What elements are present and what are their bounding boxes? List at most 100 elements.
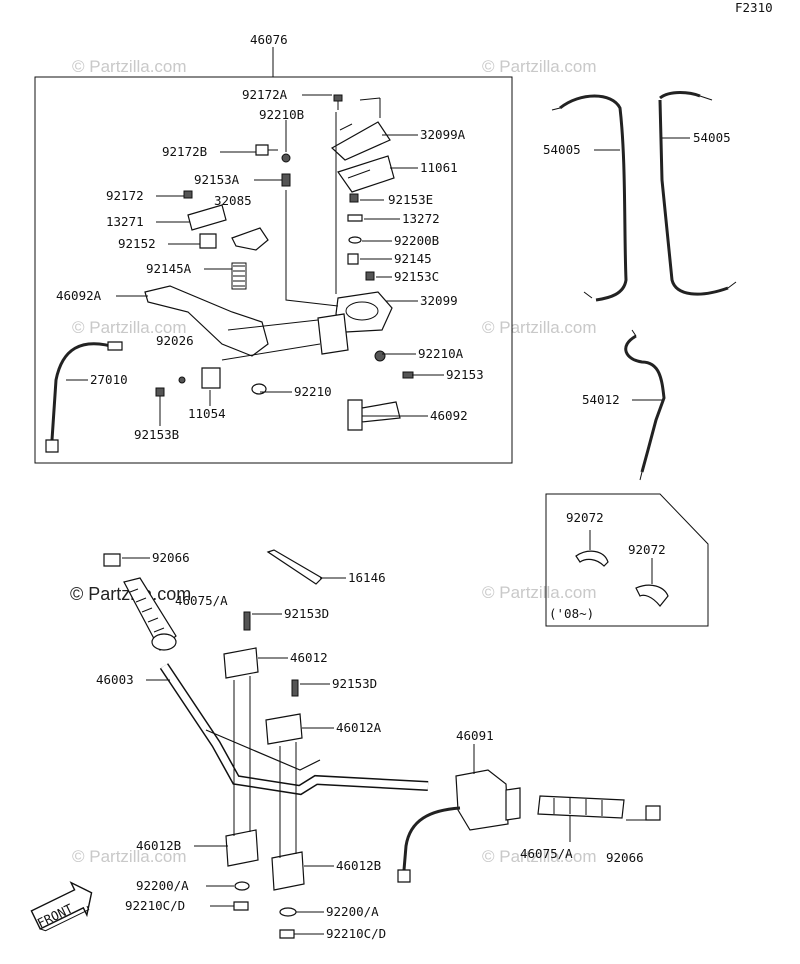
label-92026: 92026 bbox=[156, 333, 194, 348]
leaders-upper bbox=[66, 94, 444, 426]
clamp-46012 bbox=[223, 647, 259, 679]
ball-92026 bbox=[178, 376, 186, 384]
screw-92172A bbox=[333, 94, 343, 110]
screw-92153C bbox=[365, 271, 375, 281]
harness-switch bbox=[107, 341, 123, 351]
watermark: © Partzilla.com bbox=[482, 318, 597, 337]
label-92210CD-left: 92210C/D bbox=[125, 898, 185, 913]
screw-92153 bbox=[402, 371, 414, 379]
label-46012B-right: 46012B bbox=[336, 858, 381, 873]
cable-54005-right bbox=[658, 91, 737, 296]
clamp-46012B-left bbox=[225, 829, 259, 867]
grip-46075A-left bbox=[123, 577, 177, 651]
label-92153E: 92153E bbox=[388, 192, 433, 207]
watermark: © Partzilla.com bbox=[72, 57, 187, 76]
label-92072-bottom: 92072 bbox=[628, 542, 666, 557]
end-cap-92066-left bbox=[103, 553, 121, 567]
label-46091: 46091 bbox=[456, 728, 494, 743]
nut-92210CD-right bbox=[279, 929, 295, 939]
watermark: © Partzilla.com bbox=[72, 847, 187, 866]
label-32099A: 32099A bbox=[420, 127, 466, 142]
label-46012A: 46012A bbox=[336, 720, 382, 735]
label-92200A-left: 92200/A bbox=[136, 878, 189, 893]
watermark: © Partzilla.com bbox=[72, 318, 187, 337]
clamp-46012A bbox=[265, 713, 303, 745]
assembly-guides bbox=[221, 112, 339, 361]
plate-13272 bbox=[347, 214, 363, 222]
label-92153D-top: 92153D bbox=[284, 606, 329, 621]
clamp-11054 bbox=[201, 367, 221, 389]
label-92172A: 92172A bbox=[242, 87, 288, 102]
year-note: ('08~) bbox=[549, 606, 594, 621]
label-46012: 46012 bbox=[290, 650, 328, 665]
watermarks: © Partzilla.com © Partzilla.com © Partzi… bbox=[70, 57, 597, 866]
label-46075A-right: 46075/A bbox=[520, 846, 573, 861]
label-92152: 92152 bbox=[118, 236, 156, 251]
nut-92210CD-left bbox=[233, 901, 249, 911]
band-92072-bottom bbox=[635, 584, 669, 607]
grip-46075A-right bbox=[537, 795, 625, 819]
label-11054: 11054 bbox=[188, 406, 226, 421]
label-46075A-left: 46075/A bbox=[175, 593, 228, 608]
label-54005-right: 54005 bbox=[693, 130, 731, 145]
label-92153B: 92153B bbox=[134, 427, 179, 442]
label-32099: 32099 bbox=[420, 293, 458, 308]
detail-box bbox=[545, 493, 709, 627]
label-92210: 92210 bbox=[294, 384, 332, 399]
nut-92210A bbox=[374, 350, 386, 362]
washer-92210B bbox=[281, 153, 291, 163]
washer-92200A-right bbox=[279, 907, 297, 917]
label-92172: 92172 bbox=[106, 188, 144, 203]
bolt-92172 bbox=[183, 190, 193, 199]
clamp-guides bbox=[233, 676, 297, 858]
label-13272: 13272 bbox=[402, 211, 440, 226]
label-92172B: 92172B bbox=[162, 144, 207, 159]
label-92153: 92153 bbox=[446, 367, 484, 382]
clamp-46012B-right bbox=[271, 851, 305, 891]
watermark: © Partzilla.com bbox=[482, 57, 597, 76]
label-27010: 27010 bbox=[90, 372, 128, 387]
label-92200B: 92200B bbox=[394, 233, 439, 248]
watermark: © Partzilla.com bbox=[482, 583, 597, 602]
screw-92153B bbox=[155, 387, 165, 397]
master-cylinder-cap bbox=[330, 97, 395, 193]
label-11061: 11061 bbox=[420, 160, 458, 175]
label-46003: 46003 bbox=[96, 672, 134, 687]
label-92072-top: 92072 bbox=[566, 510, 604, 525]
end-cap-92066-right bbox=[645, 805, 661, 821]
label-92066-right: 92066 bbox=[606, 850, 644, 865]
screw-92153E bbox=[349, 193, 359, 203]
label-92210A: 92210A bbox=[418, 346, 464, 361]
master-cylinder-32099 bbox=[317, 291, 393, 355]
figure-id: F2310 bbox=[735, 0, 773, 15]
label-16146: 16146 bbox=[348, 570, 386, 585]
screw-92153A bbox=[281, 173, 291, 187]
label-54005-left: 54005 bbox=[543, 142, 581, 157]
tube-16146 bbox=[266, 549, 323, 585]
band-92072-top bbox=[575, 550, 609, 567]
holder-13271 bbox=[187, 204, 227, 231]
lever-46092 bbox=[347, 399, 401, 431]
watermark: © Partzilla.com bbox=[482, 847, 597, 866]
lever-32085 bbox=[231, 227, 269, 251]
harness-connector bbox=[45, 439, 59, 453]
spring-92145 bbox=[347, 253, 359, 265]
label-92200A-right: 92200/A bbox=[326, 904, 379, 919]
label-46092: 46092 bbox=[430, 408, 468, 423]
label-92066-left: 92066 bbox=[152, 550, 190, 565]
washer-92200B bbox=[348, 236, 362, 244]
bolt-92153D-top bbox=[243, 611, 251, 631]
label-46076: 46076 bbox=[250, 32, 288, 47]
washer-92200A-left bbox=[234, 881, 250, 891]
brake-lever-46092A bbox=[144, 285, 269, 357]
label-92145A: 92145A bbox=[146, 261, 192, 276]
screw-92172B bbox=[255, 144, 278, 156]
label-92210B: 92210B bbox=[259, 107, 304, 122]
label-92145: 92145 bbox=[394, 251, 432, 266]
label-46092A: 46092A bbox=[56, 288, 102, 303]
bolt-92153D-mid bbox=[291, 679, 299, 697]
harness-27010 bbox=[50, 342, 119, 441]
label-92153A: 92153A bbox=[194, 172, 240, 187]
label-92210CD-right: 92210C/D bbox=[326, 926, 386, 941]
